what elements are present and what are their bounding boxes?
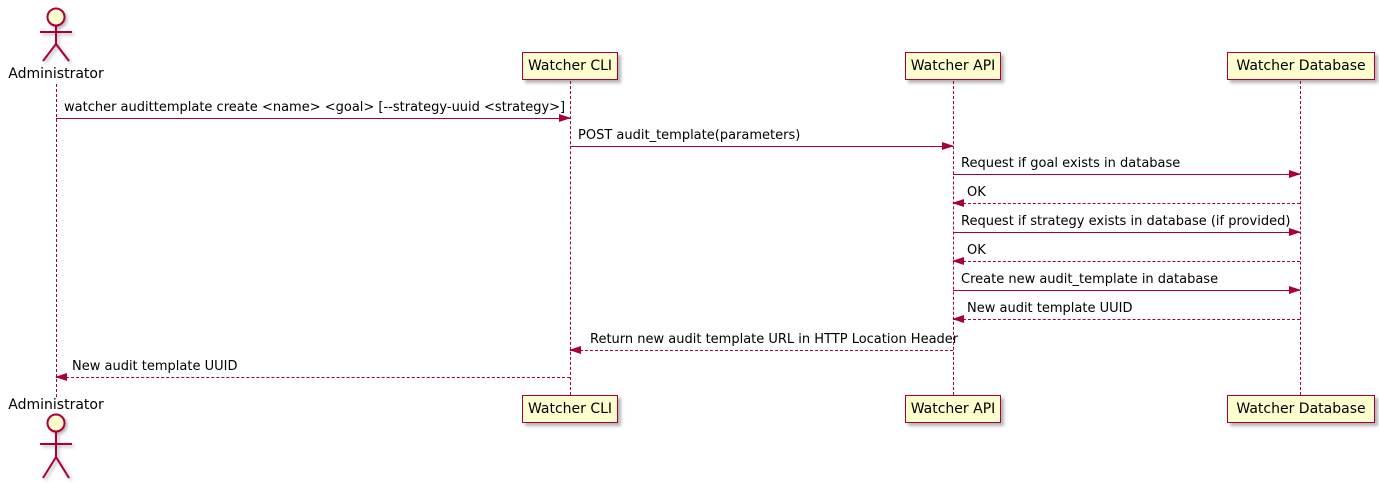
- arrowhead-right-icon: [1289, 169, 1301, 178]
- actor-icon-bottom: [40, 413, 72, 479]
- message-line: [953, 290, 1300, 291]
- participant-name: Watcher Database: [1236, 401, 1366, 417]
- participant-box-watcher-database-bottom: Watcher Database: [1227, 395, 1375, 423]
- message-label: New audit template UUID: [967, 301, 1133, 316]
- arrowhead-right-icon: [1289, 285, 1301, 294]
- arrowhead-left-icon: [952, 314, 964, 323]
- arrowhead-left-icon: [55, 372, 67, 381]
- message-label: Request if strategy exists in database (…: [961, 214, 1291, 229]
- message-line: [953, 203, 1300, 204]
- message-label: Request if goal exists in database: [961, 156, 1181, 171]
- message-label: OK: [967, 185, 986, 200]
- participant-name: Watcher CLI: [527, 401, 613, 417]
- lifeline-watcher-database: [1300, 81, 1301, 395]
- participant-name: Watcher Database: [1236, 58, 1366, 74]
- arrowhead-left-icon: [952, 198, 964, 207]
- participant-box-watcher-cli-bottom: Watcher CLI: [522, 395, 618, 423]
- lifeline-watcher-api: [953, 81, 954, 395]
- message-line: [570, 146, 953, 147]
- lifeline-watcher-cli: [570, 81, 571, 395]
- message-line: [570, 350, 953, 351]
- message-label: OK: [967, 243, 986, 258]
- message-label: Create new audit_template in database: [961, 272, 1219, 287]
- message-line: [953, 319, 1300, 320]
- message-line: [953, 232, 1300, 233]
- arrowhead-right-icon: [1289, 227, 1301, 236]
- message-line: [56, 377, 570, 378]
- message-label: Return new audit template URL in HTTP Lo…: [590, 332, 959, 347]
- arrowhead-right-icon: [559, 113, 571, 122]
- message-line: [953, 261, 1300, 262]
- participant-box-watcher-cli-top: Watcher CLI: [522, 52, 618, 80]
- message-line: [56, 118, 570, 119]
- lifeline-administrator: [56, 84, 57, 397]
- arrowhead-left-icon: [569, 345, 581, 354]
- arrowhead-left-icon: [952, 256, 964, 265]
- actor-label-top: Administrator: [8, 66, 104, 82]
- participant-box-watcher-api-top: Watcher API: [905, 52, 1001, 80]
- actor-icon-top: [40, 7, 72, 62]
- participant-box-watcher-database-top: Watcher Database: [1227, 52, 1375, 80]
- actor-label-bottom: Administrator: [8, 397, 104, 413]
- arrowhead-right-icon: [942, 141, 954, 150]
- participant-box-watcher-api-bottom: Watcher API: [905, 395, 1001, 423]
- message-line: [953, 174, 1300, 175]
- participant-name: Watcher CLI: [527, 58, 613, 74]
- message-label: POST audit_template(parameters): [578, 128, 801, 143]
- message-label: watcher audittemplate create <name> <goa…: [64, 100, 566, 115]
- participant-name: Watcher API: [910, 401, 996, 417]
- participant-name: Watcher API: [910, 58, 996, 74]
- message-label: New audit template UUID: [72, 359, 238, 374]
